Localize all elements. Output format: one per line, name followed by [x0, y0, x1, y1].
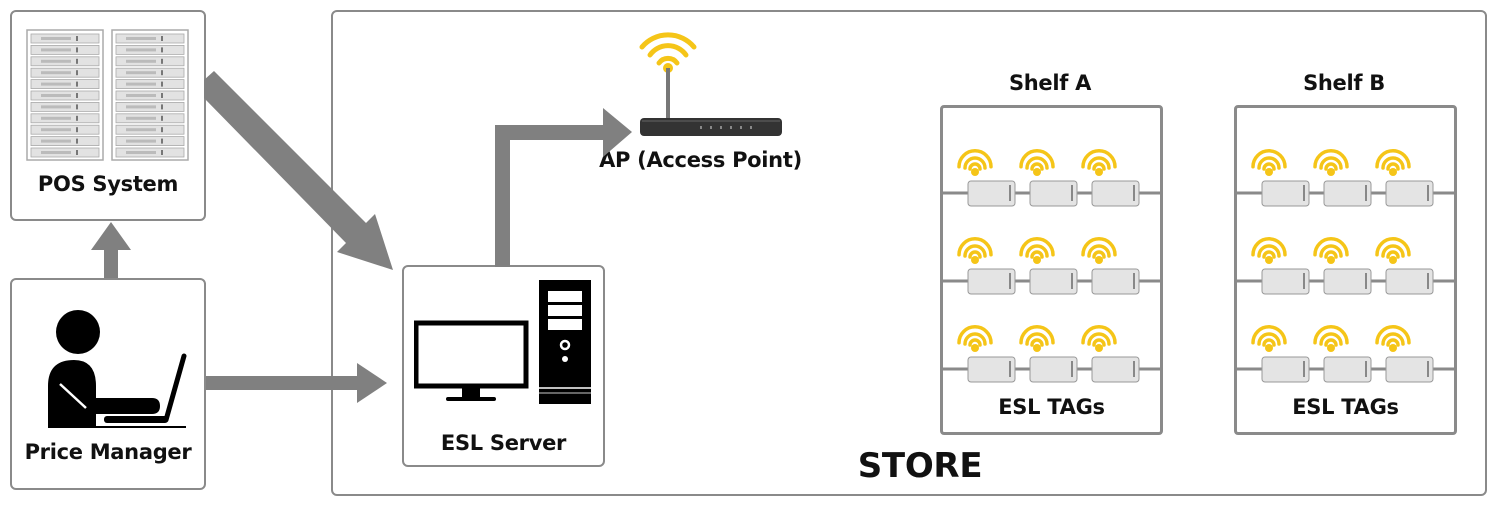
- wifi-signal-icon: [1375, 149, 1411, 176]
- arrow-pricemanager-to-pos-head: [91, 222, 131, 250]
- wifi-signal-icon: [1251, 149, 1287, 176]
- arrow-esl-to-ap-vertical: [495, 125, 510, 267]
- esl-tag: [1081, 237, 1140, 295]
- server-rack-icon: [26, 29, 189, 161]
- shelf-b: [1234, 105, 1457, 435]
- esl-tag: [1251, 237, 1310, 295]
- esl-tag: [1251, 149, 1310, 207]
- wifi-signal-icon: [1019, 325, 1055, 352]
- wifi-router-icon: [639, 32, 782, 136]
- wifi-signal-icon: [957, 149, 993, 176]
- wifi-signal-icon: [1375, 237, 1411, 264]
- esl-tag: [957, 237, 1016, 295]
- shelf-a-footer: ESL TAGs: [998, 395, 1105, 419]
- pos-system-label: POS System: [37, 172, 179, 196]
- arrow-esl-to-ap-horizontal: [495, 125, 605, 140]
- esl-tag: [1081, 149, 1140, 207]
- esl-tag: [1313, 149, 1372, 207]
- shelf-tags: [1237, 149, 1454, 383]
- esl-tag: [1251, 325, 1310, 383]
- wifi-signal-icon: [1313, 325, 1349, 352]
- esl-tag: [1019, 149, 1078, 207]
- shelf-b-title: Shelf B: [1303, 71, 1385, 95]
- shelf-a-title: Shelf A: [1008, 71, 1092, 95]
- wifi-signal-icon: [1019, 149, 1055, 176]
- shelf-b-footer: ESL TAGs: [1292, 395, 1399, 419]
- esl-tag: [1375, 237, 1434, 295]
- esl-tag: [1081, 325, 1140, 383]
- esl-tag: [1375, 325, 1434, 383]
- price-manager-node: Price Manager: [10, 278, 206, 490]
- pos-system-node: POS System: [10, 10, 206, 221]
- wifi-signal-icon: [1081, 325, 1117, 352]
- esl-tag: [1019, 237, 1078, 295]
- shelf-a: [940, 105, 1163, 435]
- person-laptop-icon: [48, 310, 187, 428]
- esl-tag: [957, 325, 1016, 383]
- store-title: STORE: [857, 446, 983, 486]
- esl-tag: [1313, 325, 1372, 383]
- esl-server-node: ESL Server: [402, 265, 605, 467]
- wifi-signal-icon: [1019, 237, 1055, 264]
- esl-tag: [1375, 149, 1434, 207]
- wifi-signal-icon: [1313, 149, 1349, 176]
- wifi-signal-icon: [1375, 325, 1411, 352]
- esl-tag: [1313, 237, 1372, 295]
- arrow-pricemanager-to-pos: [104, 248, 118, 278]
- esl-tag: [957, 149, 1016, 207]
- wifi-signal-icon: [1313, 237, 1349, 264]
- esl-server-label: ESL Server: [440, 431, 567, 455]
- arrow-pos-to-esl: [204, 71, 393, 270]
- arrow-pricemanager-to-esl-head: [357, 363, 387, 403]
- wifi-signal-icon: [1081, 237, 1117, 264]
- desktop-computer-icon: [414, 280, 591, 404]
- shelf-tags: [943, 149, 1160, 383]
- wifi-signal-icon: [957, 237, 993, 264]
- wifi-signal-icon: [957, 325, 993, 352]
- price-manager-label: Price Manager: [24, 440, 192, 464]
- arrow-esl-to-ap-head: [603, 108, 632, 157]
- esl-tag: [1019, 325, 1078, 383]
- wifi-signal-icon: [1251, 325, 1287, 352]
- wifi-signal-icon: [1251, 237, 1287, 264]
- wifi-signal-icon: [1081, 149, 1117, 176]
- arrow-pricemanager-to-esl: [206, 376, 360, 390]
- access-point-label: AP (Access Point): [599, 148, 802, 172]
